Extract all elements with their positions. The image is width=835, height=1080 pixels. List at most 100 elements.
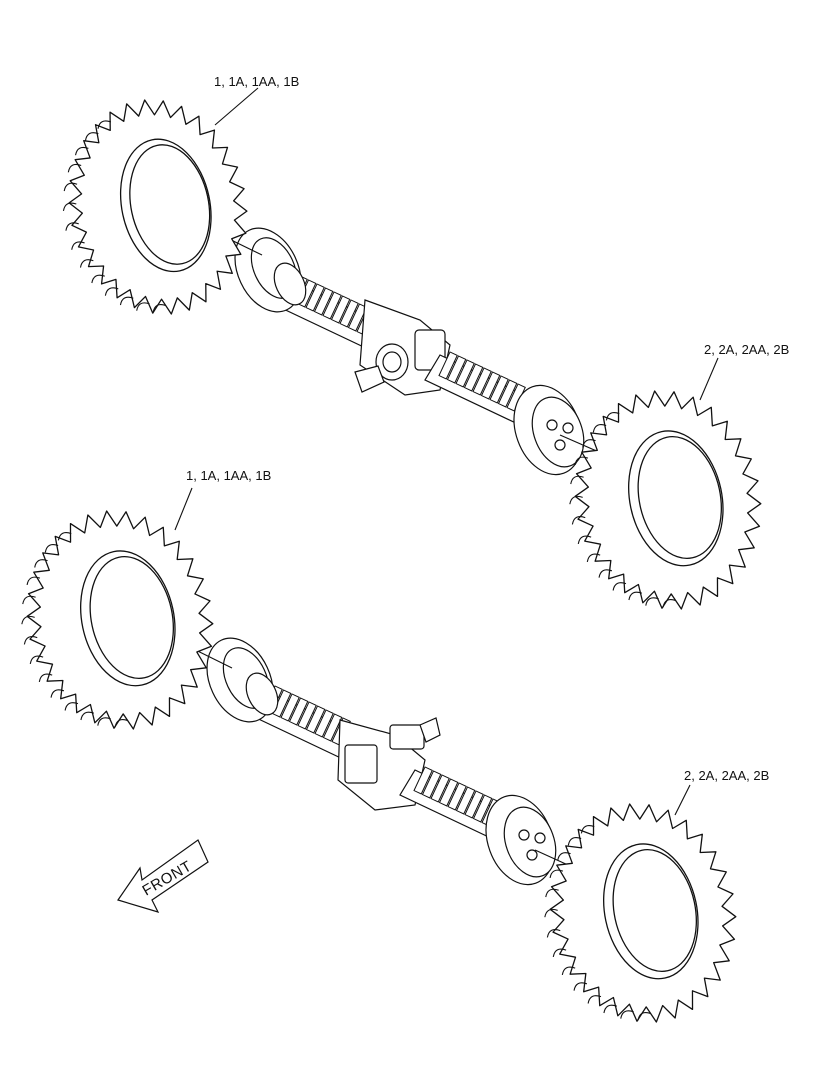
lower-left-hub (206, 637, 279, 723)
tire-lug (114, 719, 129, 728)
axle-fin (288, 697, 309, 726)
tire-lug (546, 929, 561, 938)
axle-fin (297, 701, 317, 730)
axle-fin (472, 367, 492, 396)
tire-lug (136, 302, 150, 311)
tire-lug (569, 495, 583, 505)
tire-lug (29, 655, 44, 665)
tire-lug (582, 439, 596, 448)
axle-fin (330, 295, 351, 324)
tire-lug (50, 689, 65, 698)
tire-lug (574, 456, 589, 466)
axle-fin (438, 351, 458, 380)
axle-fin (313, 287, 334, 316)
tire-lug (34, 559, 48, 568)
lower-left-tire (21, 510, 214, 730)
upper-left-tire (62, 99, 248, 315)
axle-fin (322, 713, 343, 742)
lower-axle-assembly (144, 487, 691, 886)
tire-lug (21, 615, 35, 625)
tire-rim-inner (612, 849, 698, 972)
axle-fin (455, 359, 475, 388)
axle-fin (438, 778, 459, 807)
tire-lug (645, 597, 659, 606)
upper-left-tire-callout: 1, 1A, 1AA, 1B (214, 74, 299, 89)
axle-fin (463, 363, 484, 392)
tire-lug (662, 599, 677, 608)
tire-lug (62, 202, 77, 211)
axle-fin (430, 774, 450, 803)
tire-lug (152, 304, 167, 313)
tire-lug (84, 132, 99, 141)
upper-left-hub (234, 227, 307, 313)
axle-fin (305, 283, 325, 312)
axle-fin (447, 782, 467, 811)
tire-lug (91, 274, 105, 284)
lower-left-callout-leader (174, 487, 193, 531)
tire-lug (63, 182, 78, 192)
tire-lug (23, 636, 38, 645)
tire-lug (71, 241, 85, 250)
upper-axle-right-tube (424, 351, 536, 426)
tire-lug (598, 569, 613, 578)
lower-right-tire (544, 803, 737, 1023)
tire-lug (80, 711, 94, 721)
tire-lug (620, 1010, 634, 1019)
tire-lug (557, 852, 571, 861)
tire-lug (570, 475, 584, 485)
axle-fin (480, 371, 501, 400)
tire-lug (605, 412, 620, 421)
tire-lug (571, 516, 586, 525)
tire-lug (587, 995, 602, 1004)
tire-lug (64, 702, 79, 711)
tire-lug (592, 423, 607, 433)
lower-right-tire-callout: 2, 2A, 2AA, 2B (684, 768, 769, 783)
axle-fin (455, 786, 476, 815)
axle-fin (413, 766, 433, 795)
tire-lug (65, 222, 79, 231)
axle-fin (472, 794, 493, 823)
tire-lug (79, 259, 94, 268)
tire-lug (628, 591, 642, 601)
tire-lug (22, 595, 36, 605)
axle-fin (464, 790, 484, 819)
axle-fin (322, 291, 342, 320)
upper-right-tire (569, 390, 762, 610)
upper-axle-assembly (179, 87, 719, 476)
tire-rim-inner (637, 436, 723, 559)
tire-lug (549, 869, 564, 879)
tire-rim-inner (89, 556, 175, 679)
axle-fin (421, 770, 442, 799)
tire-lug (544, 908, 558, 918)
lower-left-tire-callout: 1, 1A, 1AA, 1B (186, 468, 271, 483)
lower-right-callout-leader (674, 784, 691, 816)
tire-lug (104, 287, 119, 296)
lower-right-hub (485, 794, 557, 886)
tire-lug (97, 120, 112, 129)
axle-fin (489, 375, 509, 404)
axle-fin (339, 299, 359, 328)
tire-lug (44, 543, 59, 553)
tire-lug (577, 535, 592, 545)
tire-rim-inner (129, 144, 211, 265)
tire-lug (545, 888, 559, 898)
axle-fin (314, 709, 334, 738)
axle-fin (280, 693, 300, 722)
tire-lug (119, 296, 134, 306)
front-direction-arrow: FRONT (117, 839, 209, 913)
axle-fin (446, 355, 467, 384)
tire-lug (603, 1004, 617, 1014)
tire-lug (561, 966, 576, 976)
tire-lug (74, 146, 89, 156)
upper-differential (354, 299, 451, 396)
tire-lug (567, 836, 582, 846)
axle-fin (497, 379, 518, 408)
tire-lug (97, 717, 111, 726)
tire-lug (57, 532, 72, 541)
axle-fin (305, 705, 326, 734)
tire-lug (580, 825, 595, 834)
tire-lug (573, 982, 588, 991)
tire-lug (26, 576, 41, 586)
